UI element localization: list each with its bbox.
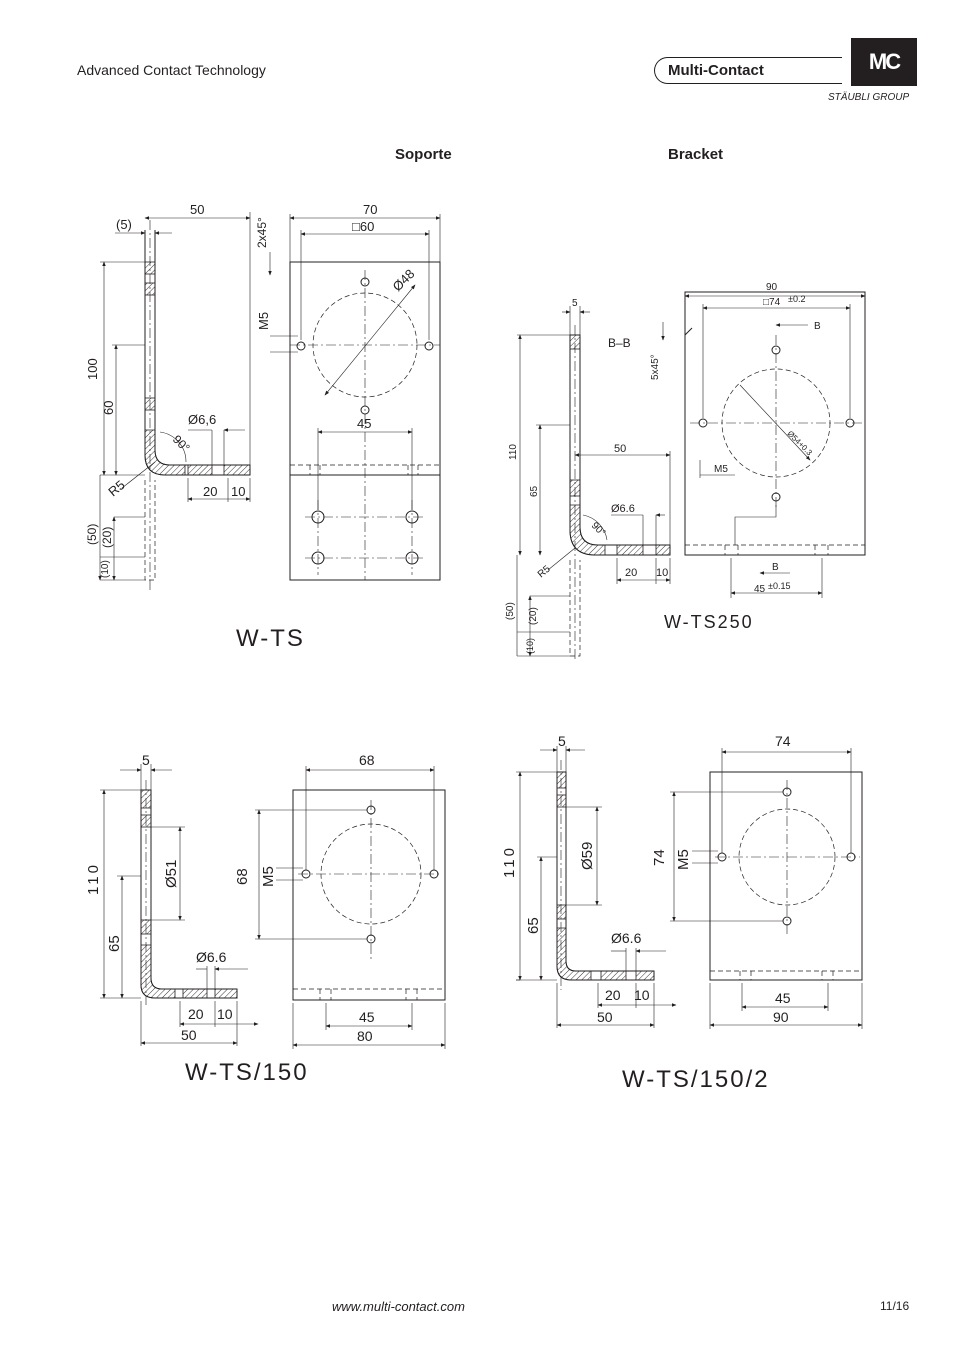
wts250-dim-90: 90	[766, 282, 778, 293]
wts-dim-20: 20	[203, 484, 217, 499]
wts150-dim-45: 45	[359, 1009, 375, 1025]
wts1502-dim-m5: M5	[675, 849, 692, 870]
wts250-title: W-TS250	[664, 612, 754, 632]
wts-dim-45: 45	[357, 416, 371, 431]
wts250-section-label: B–B	[608, 336, 631, 350]
wts250-section-b-bottom: B	[772, 562, 779, 573]
wts1502-title: W-TS/150/2	[622, 1066, 770, 1093]
wts150-dim-68v: 68	[234, 868, 251, 885]
wts-dim-p10: (10)	[100, 560, 111, 578]
drawing-wts: 50 (5) 100 60 Ø6,6 90° R5 20 10 (50) (20…	[85, 202, 441, 652]
wts250-dim-tol015: ±0.15	[768, 581, 790, 591]
wts-dim-100: 100	[85, 358, 100, 380]
wts150-dim-50: 50	[181, 1027, 197, 1043]
wts-dim-angle: 90°	[170, 432, 193, 455]
wts1502-dim-90: 90	[773, 1009, 789, 1025]
wts-dim-dia48: Ø48	[390, 266, 418, 294]
wts250-dim-p10: (10)	[525, 638, 535, 654]
wts-dim-50: 50	[190, 202, 204, 217]
wts150-dim-80: 80	[357, 1028, 373, 1044]
wts250-dim-p20: (20)	[528, 607, 539, 625]
wts250-section-b-top: B	[814, 321, 821, 332]
footer-url[interactable]: www.multi-contact.com	[332, 1299, 465, 1314]
wts150-dim-110: 110	[85, 862, 102, 895]
brand-frame	[654, 57, 842, 84]
wts1502-dim-dia66: Ø6.6	[611, 930, 642, 946]
drawing-wts1502: 5 110 65 Ø59 Ø6.6 20 10 50 74	[501, 733, 863, 1093]
header-tagline: Advanced Contact Technology	[77, 62, 266, 78]
wts150-dim-dia66: Ø6.6	[196, 949, 227, 965]
wts-dim-70: 70	[363, 202, 377, 217]
wts250-dim-110: 110	[508, 444, 519, 460]
wts150-title: W-TS/150	[185, 1059, 309, 1086]
wts1502-dim-5: 5	[558, 733, 566, 749]
wts-title: W-TS	[236, 625, 305, 652]
wts1502-dim-110: 110	[501, 845, 518, 878]
wts-dim-p50: (50)	[85, 524, 99, 545]
wts1502-dim-74v: 74	[651, 849, 668, 866]
wts-dim-m5: M5	[256, 312, 271, 330]
wts1502-dim-65: 65	[525, 917, 542, 934]
wts1502-dim-45: 45	[775, 990, 791, 1006]
wts250-dim-tol02: ±0.2	[788, 294, 805, 304]
wts250-dim-m5: M5	[714, 464, 728, 475]
wts-dim-sq60: □60	[352, 219, 374, 234]
wts250-dim-dia54: Ø54+0.3	[786, 429, 815, 458]
wts150-dim-10: 10	[217, 1006, 233, 1022]
wts150-dim-m5: M5	[260, 866, 277, 887]
wts-dim-5: (5)	[116, 217, 132, 232]
wts250-dim-dia66: Ø6.6	[611, 503, 635, 515]
wts250-dim-5: 5	[572, 298, 578, 309]
wts150-dim-68h: 68	[359, 752, 375, 768]
wts250-dim-p50: (50)	[505, 602, 516, 620]
group-label: STÄUBLI GROUP	[828, 92, 910, 103]
drawing-wts150: 5 110 65 Ø51 Ø6.6 20 10 50 68	[85, 752, 446, 1086]
wts-dim-10: 10	[231, 484, 245, 499]
wts-dim-60: 60	[101, 401, 116, 415]
wts-dim-chamfer: 2x45°	[255, 217, 269, 248]
mc-logo: MC	[851, 38, 917, 86]
drawing-wts250: 5 110 65 50 Ø6.6 90° R5 20 10 (50) (20) …	[505, 282, 866, 660]
wts-dim-p20: (20)	[100, 527, 114, 548]
wts250-dim-r5: R5	[536, 563, 553, 580]
wts250-dim-10: 10	[656, 567, 668, 579]
wts150-dim-dia51: Ø51	[163, 860, 180, 888]
wts1502-dim-50: 50	[597, 1009, 613, 1025]
wts-dim-r5: R5	[105, 477, 127, 499]
wts250-dim-65: 65	[529, 485, 540, 497]
section-title-bracket: Bracket	[668, 146, 724, 163]
wts250-dim-45: 45	[754, 584, 766, 595]
wts1502-dim-10: 10	[634, 987, 650, 1003]
wts250-dim-sq74: □74	[763, 297, 781, 308]
wts1502-dim-dia59: Ø59	[579, 842, 596, 870]
wts1502-dim-74h: 74	[775, 733, 791, 749]
wts1502-dim-20: 20	[605, 987, 621, 1003]
wts150-dim-65: 65	[106, 935, 123, 952]
wts-dim-dia66: Ø6,6	[188, 412, 216, 427]
wts250-dim-chamfer: 5x45°	[650, 354, 661, 380]
page-number: 11/16	[880, 1299, 910, 1313]
wts150-dim-5: 5	[142, 752, 150, 768]
wts250-dim-50: 50	[614, 443, 626, 455]
section-title-soporte: Soporte	[395, 146, 452, 163]
wts250-dim-20: 20	[625, 567, 637, 579]
wts150-dim-20: 20	[188, 1006, 204, 1022]
brand-name: Multi-Contact	[668, 62, 764, 79]
